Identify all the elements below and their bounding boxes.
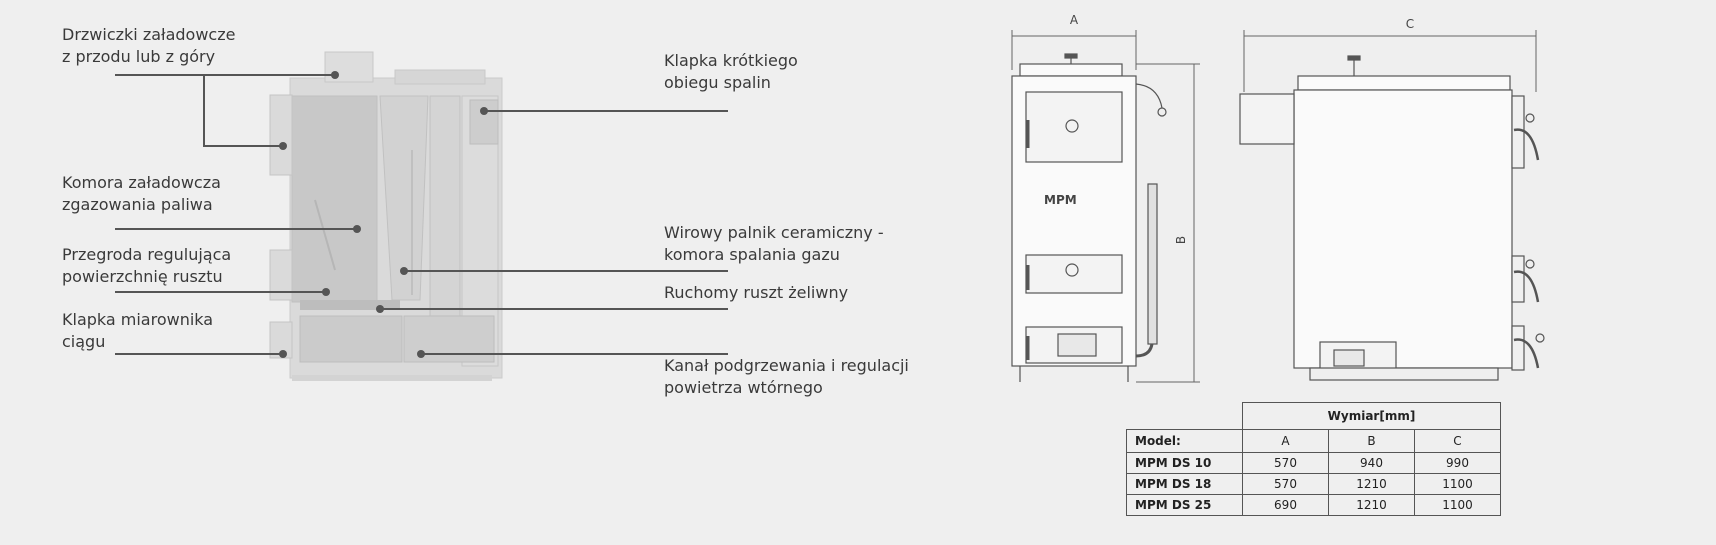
table-row: MPM DS 25 690 1210 1100 <box>1126 494 1501 516</box>
dimension-a-label: A <box>1070 13 1079 27</box>
dimensions-table: Wymiar[mm] Model: A B C MPM DS 10 570 94… <box>1126 402 1501 516</box>
table-group-header: Wymiar[mm] <box>1242 402 1501 430</box>
dimension-c-label: C <box>1406 17 1414 31</box>
label-ceramic-burner: Wirowy palnik ceramiczny -komora spalani… <box>664 223 884 264</box>
cell-b: 1210 <box>1328 473 1415 495</box>
cell-a: 570 <box>1242 473 1329 495</box>
row-model: MPM DS 10 <box>1126 452 1243 474</box>
cell-c: 1100 <box>1414 494 1501 516</box>
brand-logo: MPM <box>1044 193 1077 207</box>
table-col-b: B <box>1328 429 1415 453</box>
cell-b: 940 <box>1328 452 1415 474</box>
row-model: MPM DS 18 <box>1126 473 1243 495</box>
cell-a: 690 <box>1242 494 1329 516</box>
table-row: MPM DS 18 570 1210 1100 <box>1126 473 1501 495</box>
dimension-a <box>1011 30 1137 70</box>
label-moving-grate: Ruchomy ruszt żeliwny <box>664 283 849 302</box>
table-col-c: C <box>1414 429 1501 453</box>
cell-a: 570 <box>1242 452 1329 474</box>
row-model: MPM DS 25 <box>1126 494 1243 516</box>
cell-c: 990 <box>1414 452 1501 474</box>
table-model-header: Model: <box>1126 429 1243 453</box>
table-row: MPM DS 10 570 940 990 <box>1126 452 1501 474</box>
table-col-a: A <box>1242 429 1329 453</box>
cell-b: 1210 <box>1328 494 1415 516</box>
side-view <box>1239 55 1545 381</box>
dimension-b <box>1136 63 1200 383</box>
boiler-cross-section <box>269 51 503 381</box>
leader-dots <box>279 71 488 358</box>
cell-c: 1100 <box>1414 473 1501 495</box>
dimension-c <box>1243 30 1537 92</box>
dimension-b-label: B <box>1174 236 1188 244</box>
front-view <box>1011 53 1167 382</box>
leader-lines <box>115 74 728 355</box>
